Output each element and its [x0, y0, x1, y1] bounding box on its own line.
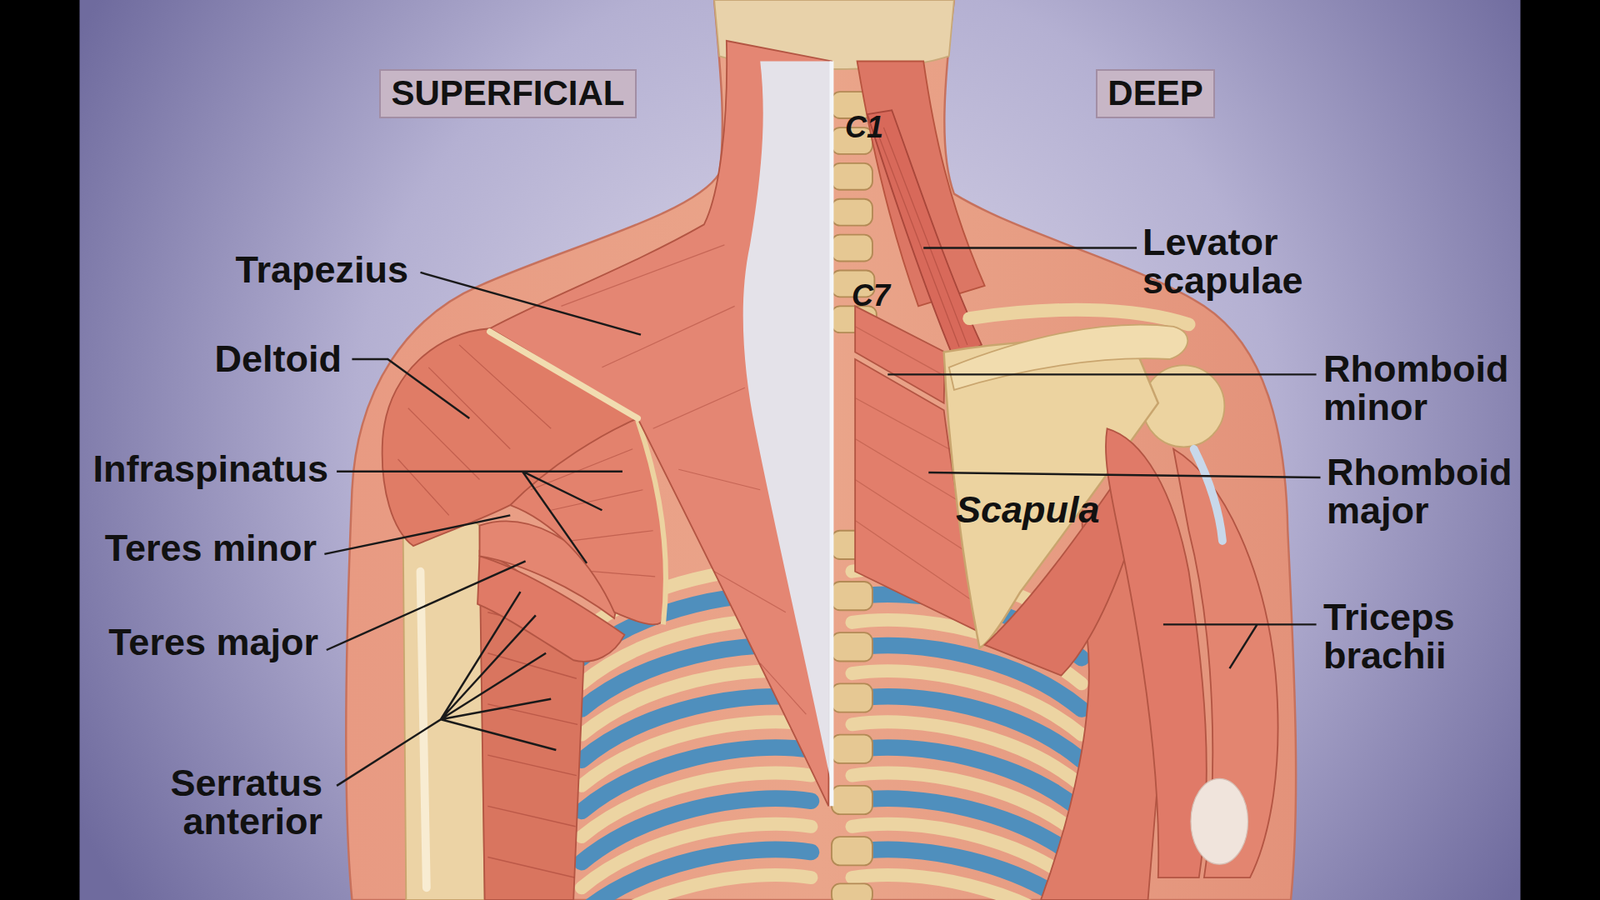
vertebra-label: C7	[851, 280, 890, 312]
leader-line	[336, 591, 556, 786]
muscle-label: Rhomboid minor	[1323, 350, 1509, 427]
body-silhouette	[345, 0, 1296, 900]
heading-text: DEEP	[1107, 74, 1203, 113]
vertebra	[831, 836, 873, 865]
elbow	[1190, 778, 1249, 865]
humerus-bone	[403, 518, 485, 900]
leader-line	[887, 373, 1316, 375]
leader-lines	[324, 248, 1320, 786]
vertebra	[831, 235, 873, 262]
clavicle	[969, 310, 1189, 325]
muscle-label: Serratus anterior	[170, 764, 323, 841]
tendon	[1194, 449, 1223, 541]
bone-label: Scapula	[955, 490, 1100, 530]
leader-line	[1163, 624, 1317, 669]
muscle-label: Rhomboid major	[1326, 453, 1512, 530]
vertebra	[831, 199, 873, 226]
scapular-spine	[949, 325, 1188, 390]
section-heading: DEEP	[1095, 69, 1215, 119]
vertebra	[831, 683, 873, 712]
muscle-label: Trapezius	[235, 250, 409, 290]
vertebra	[831, 735, 873, 764]
muscle-label: Levator scapulae	[1142, 223, 1304, 300]
leader-line	[324, 515, 510, 555]
leader-line	[420, 272, 640, 335]
vertebra	[831, 581, 873, 610]
muscle-fibers	[398, 345, 552, 515]
section-heading: SUPERFICIAL	[379, 69, 637, 119]
aponeurosis	[743, 60, 832, 785]
vertebra	[831, 785, 873, 815]
muscle-fibers	[560, 245, 806, 715]
muscle-label: Teres major	[108, 623, 319, 662]
leader-line	[336, 471, 623, 564]
leader-line	[923, 246, 1137, 249]
scapular-spine	[490, 331, 639, 419]
ligament	[830, 60, 835, 806]
muscle-fibers	[877, 127, 968, 347]
vertebra-label: C1	[845, 112, 884, 144]
trapezius-muscle	[490, 40, 832, 806]
muscle-label: Infraspinatus	[92, 450, 329, 489]
leader-line	[928, 472, 1320, 478]
heading-text: SUPERFICIAL	[390, 74, 625, 113]
leader-line	[326, 560, 526, 650]
vertebra	[831, 163, 873, 190]
vertebra	[831, 632, 873, 661]
muscle-label: Deltoid	[215, 340, 343, 379]
background	[80, 0, 1521, 900]
muscle-label: Teres minor	[105, 529, 317, 568]
triceps-muscle	[1173, 449, 1278, 878]
vertebra	[831, 883, 873, 900]
muscle-label: Triceps brachii	[1323, 598, 1455, 675]
leader-line	[351, 359, 470, 419]
